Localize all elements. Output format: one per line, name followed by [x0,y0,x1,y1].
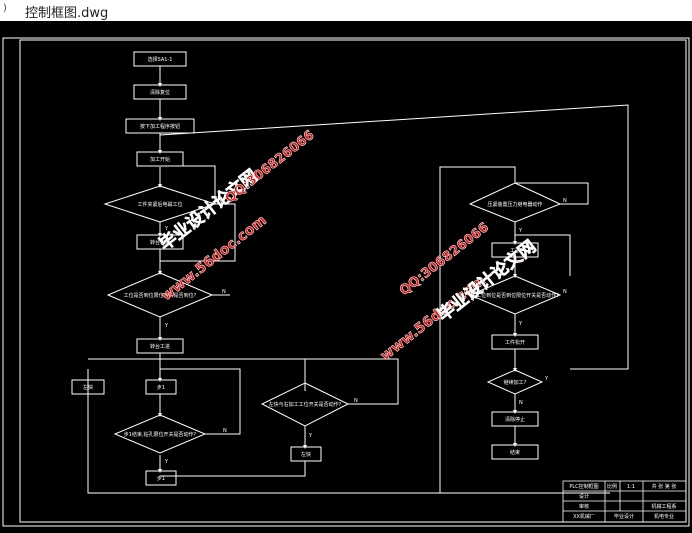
watermark-qq-left: QQ:306826066 [222,128,317,207]
tb-scale-label: 比例 [607,483,617,490]
node-step1-end: 步1 [157,476,165,482]
branch-labels: Y N Y N Y N Y N Y N Y N N Y [164,198,567,465]
node-decision-limit-right: 左工位到位是否到位限位开关是否动作? [471,292,559,299]
node-labels: 选择SA1-1 清除复位 按下加工程序按钮 加工开始 工件夹紧后电磁工位 转台工… [83,56,559,482]
label-y-1: Y [164,226,169,232]
node-press-start: 按下加工程序按钮 [140,123,180,130]
label-n-2: N [222,289,226,295]
label-y-2: Y [164,323,169,329]
drawing-canvas[interactable]: 选择SA1-1 清除复位 按下加工程序按钮 加工开始 工件夹紧后电磁工位 转台工… [0,21,692,529]
node-decision-tool-left: 步1结束,钻孔限位开关是否动作? [124,431,197,438]
tb-batch: 机电专业 [654,513,674,520]
label-n-7: N [519,400,523,406]
flow-nodes [71,51,562,486]
tb-company: XX机械厂 [573,513,595,520]
label-n-5: N [563,198,567,204]
tb-name: PLC控制框图 [569,483,598,490]
node-right-fast: 左快 [301,451,311,458]
node-right-box: 工进 [510,247,520,254]
tb-design: 设计 [579,493,589,500]
tb-scale: 1:1 [627,484,635,490]
label-n-4: N [354,398,358,404]
node-reset: 清除复位 [150,89,170,96]
node-decision-power-right: 压紧装置压力继电器动作 [487,201,542,208]
node-process-start: 加工开始 [150,156,170,163]
label-y-3: Y [164,459,169,465]
drawing-frame [2,37,690,527]
label-n-3: N [223,428,227,434]
node-decision-continue: 继续加工? [504,379,527,386]
window-title: 控制框图.dwg [25,6,109,21]
title-block: PLC控制框图 设计 审核 XX机械厂 比例 1:1 毕业设计 共 张 第 张 … [562,480,687,523]
title-bar: ) 控制框图.dwg [0,0,692,21]
tb-school: 毕业设计 [614,513,634,520]
tb-sheet: 共 张 第 张 [652,483,677,490]
flow-lines [87,66,629,494]
node-workpiece-release: 工件松开 [505,339,525,346]
tb-check: 审核 [579,503,589,510]
label-y-6: Y [518,321,523,327]
node-end: 结束 [510,449,520,456]
cad-drawing: 选择SA1-1 清除复位 按下加工程序按钮 加工开始 工件夹紧后电磁工位 转台工… [2,37,690,527]
label-y-7: Y [544,376,549,382]
node-step1: 步1 [157,385,165,391]
node-next-step: 转台工进 [150,343,170,350]
node-decision-pos-left: 工件夹紧后电磁工位 [137,201,182,208]
tb-uni: 机械工程系 [651,503,676,510]
label-y-5: Y [518,228,523,234]
watermark-left: 毕业设计论文网 www.56doc.com QQ:306826066 [155,127,318,304]
node-decision-sensor-left: 工位是否到位限位开关是否到位? [124,292,197,299]
node-fast-left: 左快 [83,384,93,391]
node-decision-right-check: 左快与右加工工位开关是否动作? [269,401,342,408]
label-n-6: N [563,289,567,295]
node-next-step-top: 转台工进 [150,239,170,246]
label-y-4: Y [308,433,313,439]
label-n-1: N [218,198,222,204]
node-start-select: 选择SA1-1 [148,56,173,63]
title-marker: ) [3,3,7,14]
node-reset-stop: 清除停止 [505,416,525,423]
